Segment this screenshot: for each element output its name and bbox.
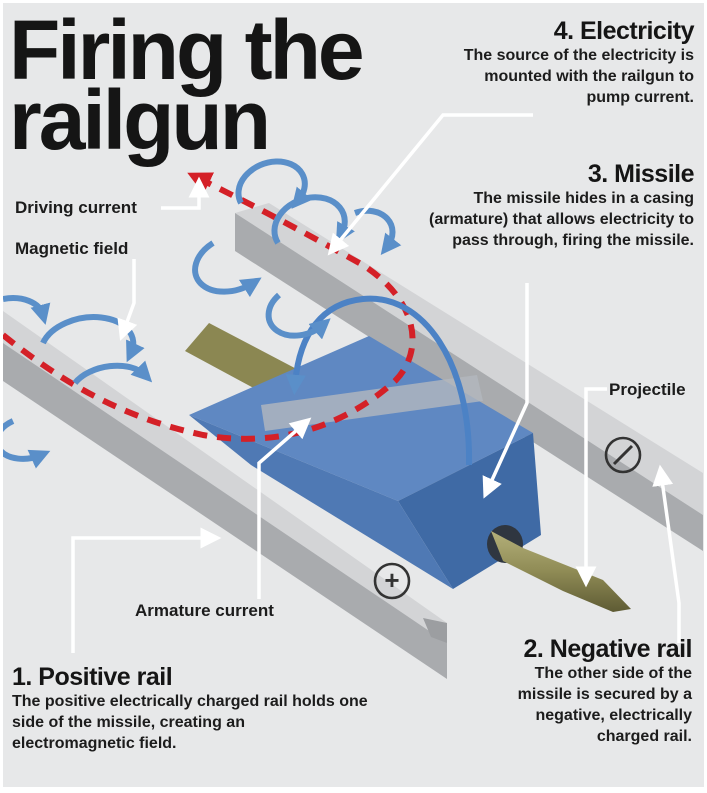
step-4-electricity: 4. Electricity The source of the electri… [394, 17, 695, 108]
step-body: The positive electrically charged rail h… [12, 693, 368, 752]
positive-symbol: + [373, 562, 411, 600]
label-driving-current: Driving current [15, 198, 137, 217]
step-body: The other side of the missile is secured… [517, 665, 692, 745]
step-heading: 1. Positive rail [12, 663, 173, 691]
step-2-negative-rail: 2. Negative rail The other side of the m… [452, 635, 693, 747]
step-body: The source of the electricity is mounted… [463, 47, 694, 106]
page-title: Firing the railgun [9, 3, 365, 167]
positive-rail-leader [71, 527, 222, 653]
svg-text:+: + [384, 565, 399, 595]
driving-current-leader [161, 176, 210, 210]
projectile-leader [575, 387, 607, 588]
step-1-positive-rail: 1. Positive rail The positive electrical… [12, 663, 372, 754]
armature-current-leader [257, 417, 312, 599]
negative-symbol [604, 436, 642, 474]
magnetic-field-leader [117, 259, 138, 341]
step-body: The missile hides in a casing (armature)… [429, 190, 694, 249]
missile-leader [482, 283, 529, 499]
label-magnetic-field: Magnetic field [15, 239, 129, 258]
positive-rail [3, 311, 447, 679]
title-line-2: railgun [9, 73, 271, 167]
step-heading: 3. Missile [587, 160, 695, 188]
railgun-illustration: + [3, 113, 703, 679]
label-armature-current: Armature current [135, 601, 274, 620]
negative-rail-leader [652, 464, 681, 643]
armature [189, 336, 541, 589]
electricity-leader [327, 113, 533, 256]
callout-lines [71, 113, 681, 653]
projectile [487, 525, 631, 612]
step-heading: 2. Negative rail [523, 635, 693, 663]
label-projectile: Projectile [609, 380, 686, 399]
armature-current-arc [285, 295, 473, 466]
title-line-1: Firing the [9, 3, 365, 97]
current-path [3, 172, 416, 442]
step-3-missile: 3. Missile The missile hides in a casing… [394, 160, 694, 251]
step-heading: 4. Electricity [553, 17, 695, 45]
railgun-diagram: + [3, 3, 704, 787]
